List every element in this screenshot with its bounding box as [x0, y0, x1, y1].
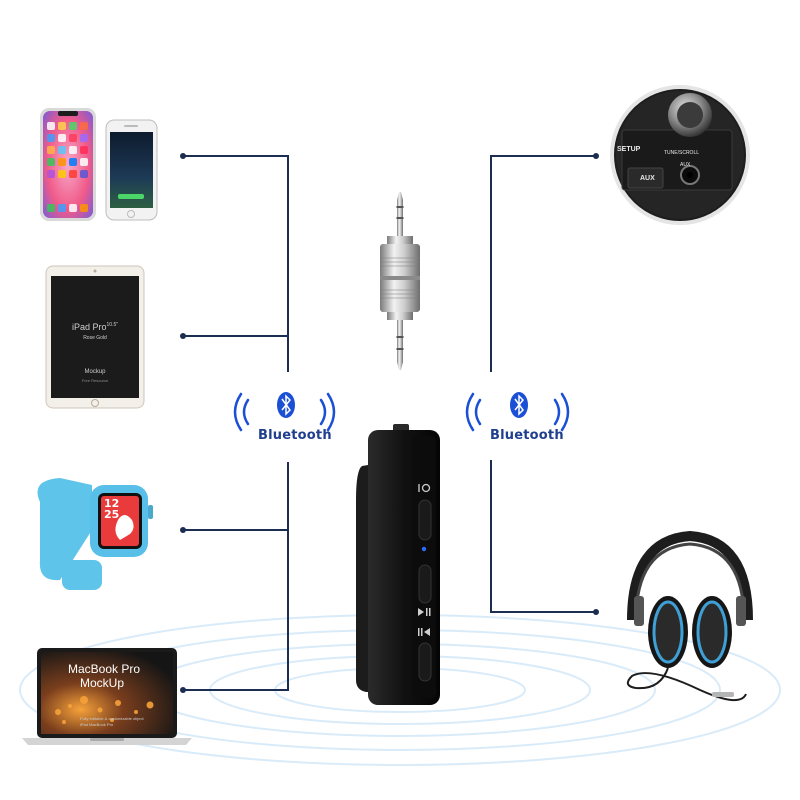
macbook-footer2: iPad MacBook Pro — [80, 722, 114, 727]
bluetooth-icon — [510, 392, 528, 418]
ipad-color-label: Rose Gold — [83, 335, 107, 341]
ipad-model-label: iPad Pro10.5" — [51, 322, 139, 332]
ipad-mockup-label: Mockup — [84, 369, 106, 375]
bluetooth-badge-right — [465, 392, 570, 432]
macbook-pro-device — [22, 648, 192, 745]
watch-time-top: 12 — [104, 497, 120, 510]
power-icon — [418, 483, 431, 493]
macbook-footer1: Fully editable & customizable object — [80, 716, 144, 721]
signal-waves-icon — [233, 392, 336, 432]
car-stereo-device — [610, 85, 750, 225]
ipad-model: iPad Pro — [71, 322, 107, 332]
aux-plug-icon — [380, 192, 420, 370]
headphones-device — [626, 530, 753, 701]
connector-lines — [183, 155, 596, 691]
connector-dots — [180, 153, 599, 693]
ipad-pro-device — [45, 265, 145, 409]
prev-icon — [418, 628, 430, 636]
iphone-x-device — [40, 108, 96, 221]
bluetooth-badge-left — [233, 392, 336, 432]
car-aux-button-label: AUX — [640, 175, 655, 182]
play-pause-icon — [418, 608, 431, 616]
bluetooth-label-left: Bluetooth — [258, 428, 332, 443]
bluetooth-label-right: Bluetooth — [490, 428, 564, 443]
bluetooth-receiver-device — [356, 424, 440, 705]
car-aux-port-label: AUX — [680, 162, 691, 168]
iphone-6-device — [105, 119, 158, 221]
car-setup-label: SETUP — [617, 146, 641, 153]
ipad-sub-label: Free Resource — [81, 378, 109, 383]
macbook-title-line2: MockUp — [80, 676, 125, 690]
ipad-size: 10.5" — [106, 322, 119, 328]
car-tune-label: TUNE/SCROLL — [664, 150, 700, 156]
macbook-title-line1: MacBook Pro — [68, 662, 141, 676]
signal-waves-icon — [465, 392, 570, 432]
bluetooth-icon — [277, 392, 295, 418]
kids-smartwatch-device — [37, 478, 153, 590]
watch-time-bottom: 25 — [104, 508, 120, 521]
